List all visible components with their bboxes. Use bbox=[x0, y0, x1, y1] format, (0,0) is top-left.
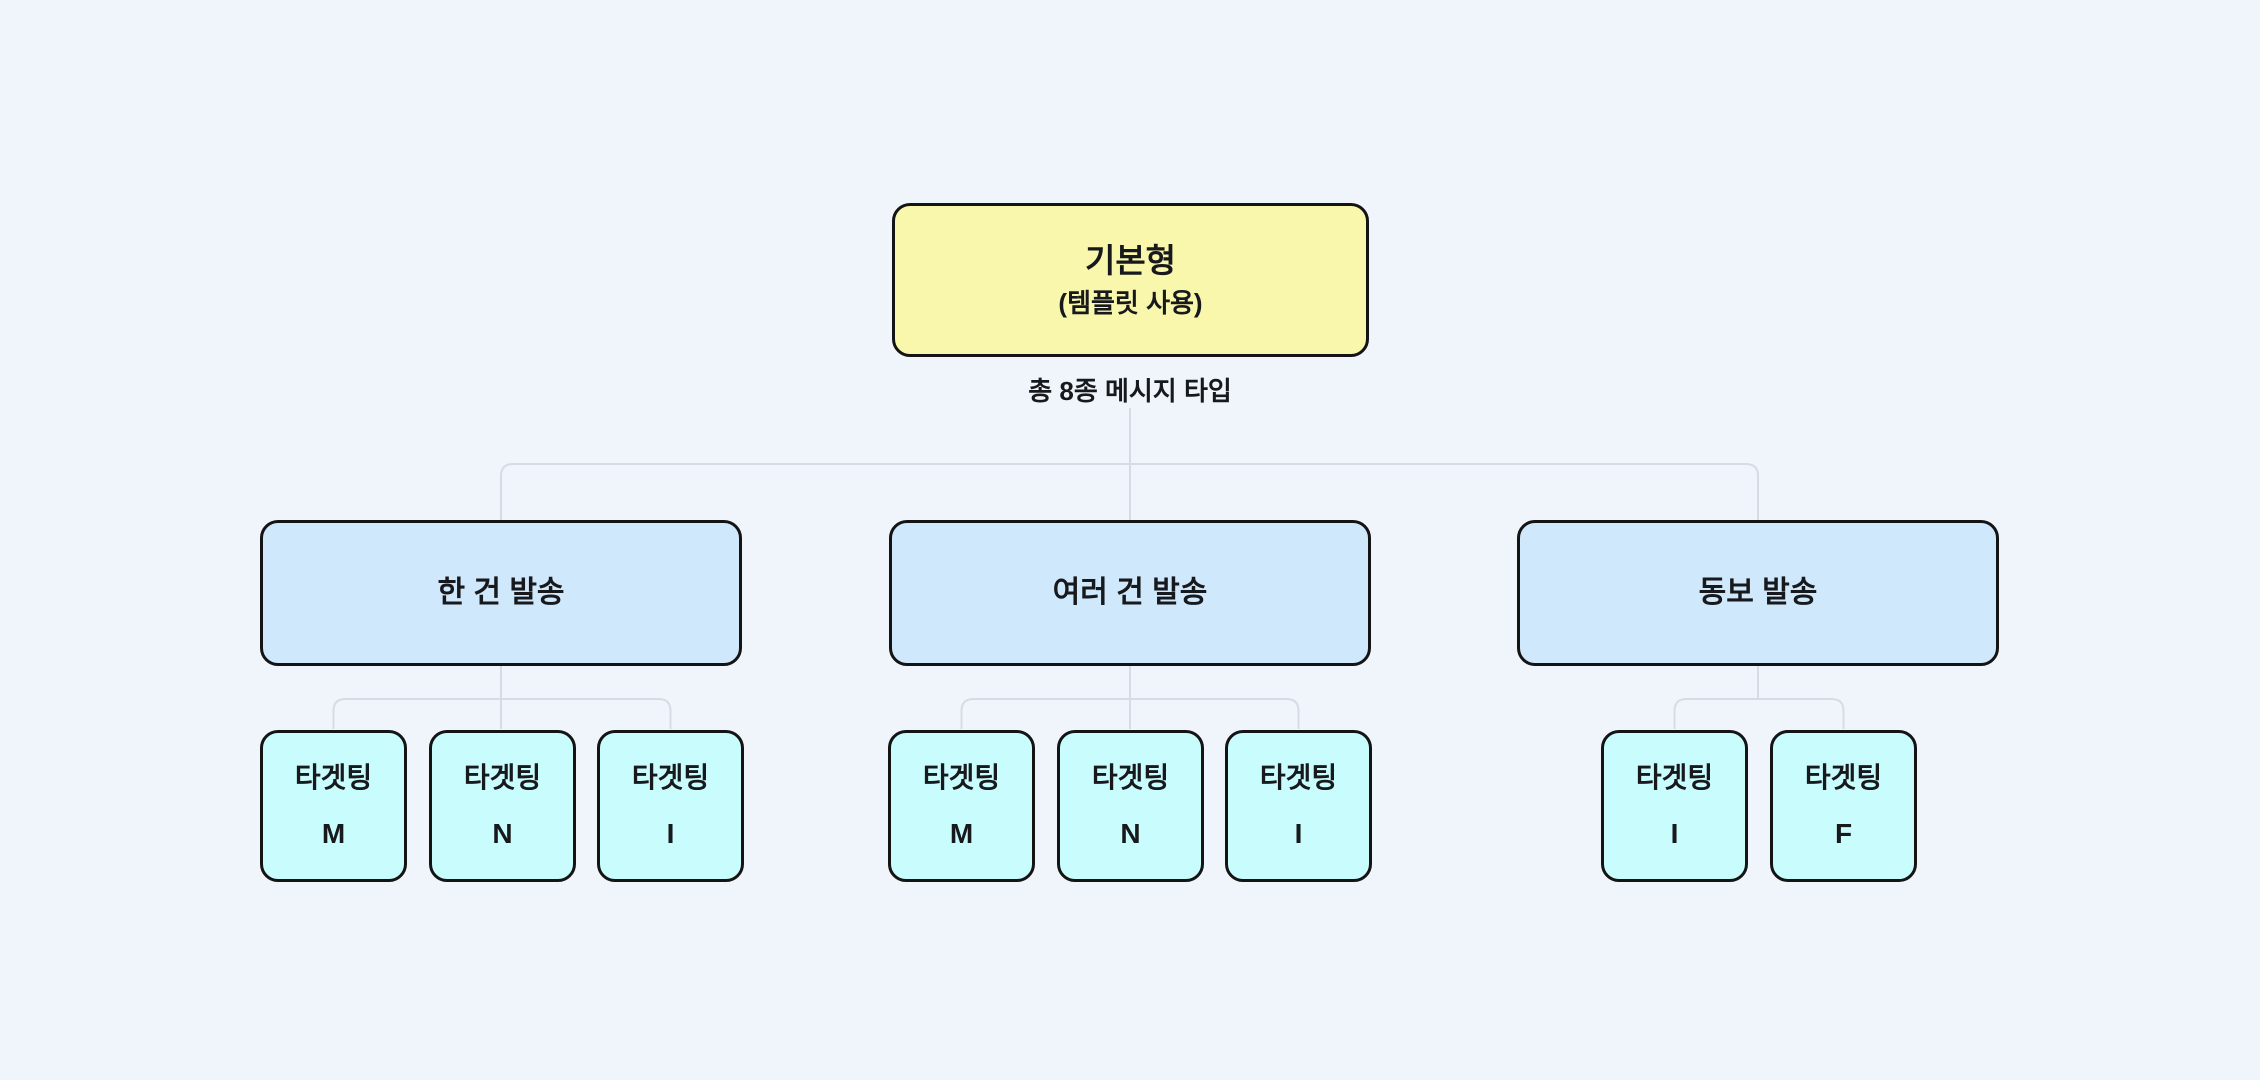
main-branch-bracket bbox=[500, 463, 1759, 521]
edge-label: 총 8종 메시지 타입 bbox=[1022, 371, 1238, 408]
leaf-node-name: 타겟팅 bbox=[1091, 762, 1170, 793]
parent-node-broadcast-send: 동보 발송 bbox=[1517, 520, 1999, 666]
leaf-node-code: M bbox=[321, 818, 346, 849]
leaf-node-code: I bbox=[666, 818, 675, 849]
leaf-node-code: I bbox=[1294, 818, 1303, 849]
leaf-node-g1-targeting-i: 타겟팅 I bbox=[597, 730, 744, 882]
parent-node-multi-send: 여러 건 발송 bbox=[889, 520, 1371, 666]
leaf-node-g2-targeting-i: 타겟팅 I bbox=[1225, 730, 1372, 882]
leaf-node-name: 타겟팅 bbox=[1804, 762, 1883, 793]
leaf-node-name: 타겟팅 bbox=[294, 762, 373, 793]
root-node: 기본형 (템플릿 사용) bbox=[892, 203, 1369, 357]
root-node-title: 기본형 bbox=[1084, 242, 1177, 279]
parent-node-label: 여러 건 발송 bbox=[1052, 576, 1208, 609]
root-node-subtitle: (템플릿 사용) bbox=[1058, 288, 1203, 318]
leaf-node-code: N bbox=[1120, 818, 1141, 849]
group2-branch-bracket bbox=[960, 698, 1300, 729]
leaf-node-name: 타겟팅 bbox=[1259, 762, 1338, 793]
leaf-node-g2-targeting-n: 타겟팅 N bbox=[1057, 730, 1204, 882]
parent-node-label: 동보 발송 bbox=[1698, 576, 1818, 609]
parent-node-label: 한 건 발송 bbox=[437, 576, 565, 609]
group1-branch-bracket bbox=[332, 698, 672, 729]
leaf-node-code: F bbox=[1834, 818, 1853, 849]
leaf-node-name: 타겟팅 bbox=[1635, 762, 1714, 793]
leaf-node-code: M bbox=[949, 818, 974, 849]
leaf-node-g1-targeting-m: 타겟팅 M bbox=[260, 730, 407, 882]
leaf-node-name: 타겟팅 bbox=[631, 762, 710, 793]
parent-node-single-send: 한 건 발송 bbox=[260, 520, 742, 666]
leaf-node-code: I bbox=[1670, 818, 1679, 849]
leaf-node-g1-targeting-n: 타겟팅 N bbox=[429, 730, 576, 882]
leaf-node-g2-targeting-m: 타겟팅 M bbox=[888, 730, 1035, 882]
group3-branch-bracket bbox=[1673, 698, 1845, 729]
leaf-node-name: 타겟팅 bbox=[463, 762, 542, 793]
leaf-node-g3-targeting-f: 타겟팅 F bbox=[1770, 730, 1917, 882]
leaf-node-name: 타겟팅 bbox=[922, 762, 1001, 793]
leaf-node-g3-targeting-i: 타겟팅 I bbox=[1601, 730, 1748, 882]
leaf-node-code: N bbox=[492, 818, 513, 849]
